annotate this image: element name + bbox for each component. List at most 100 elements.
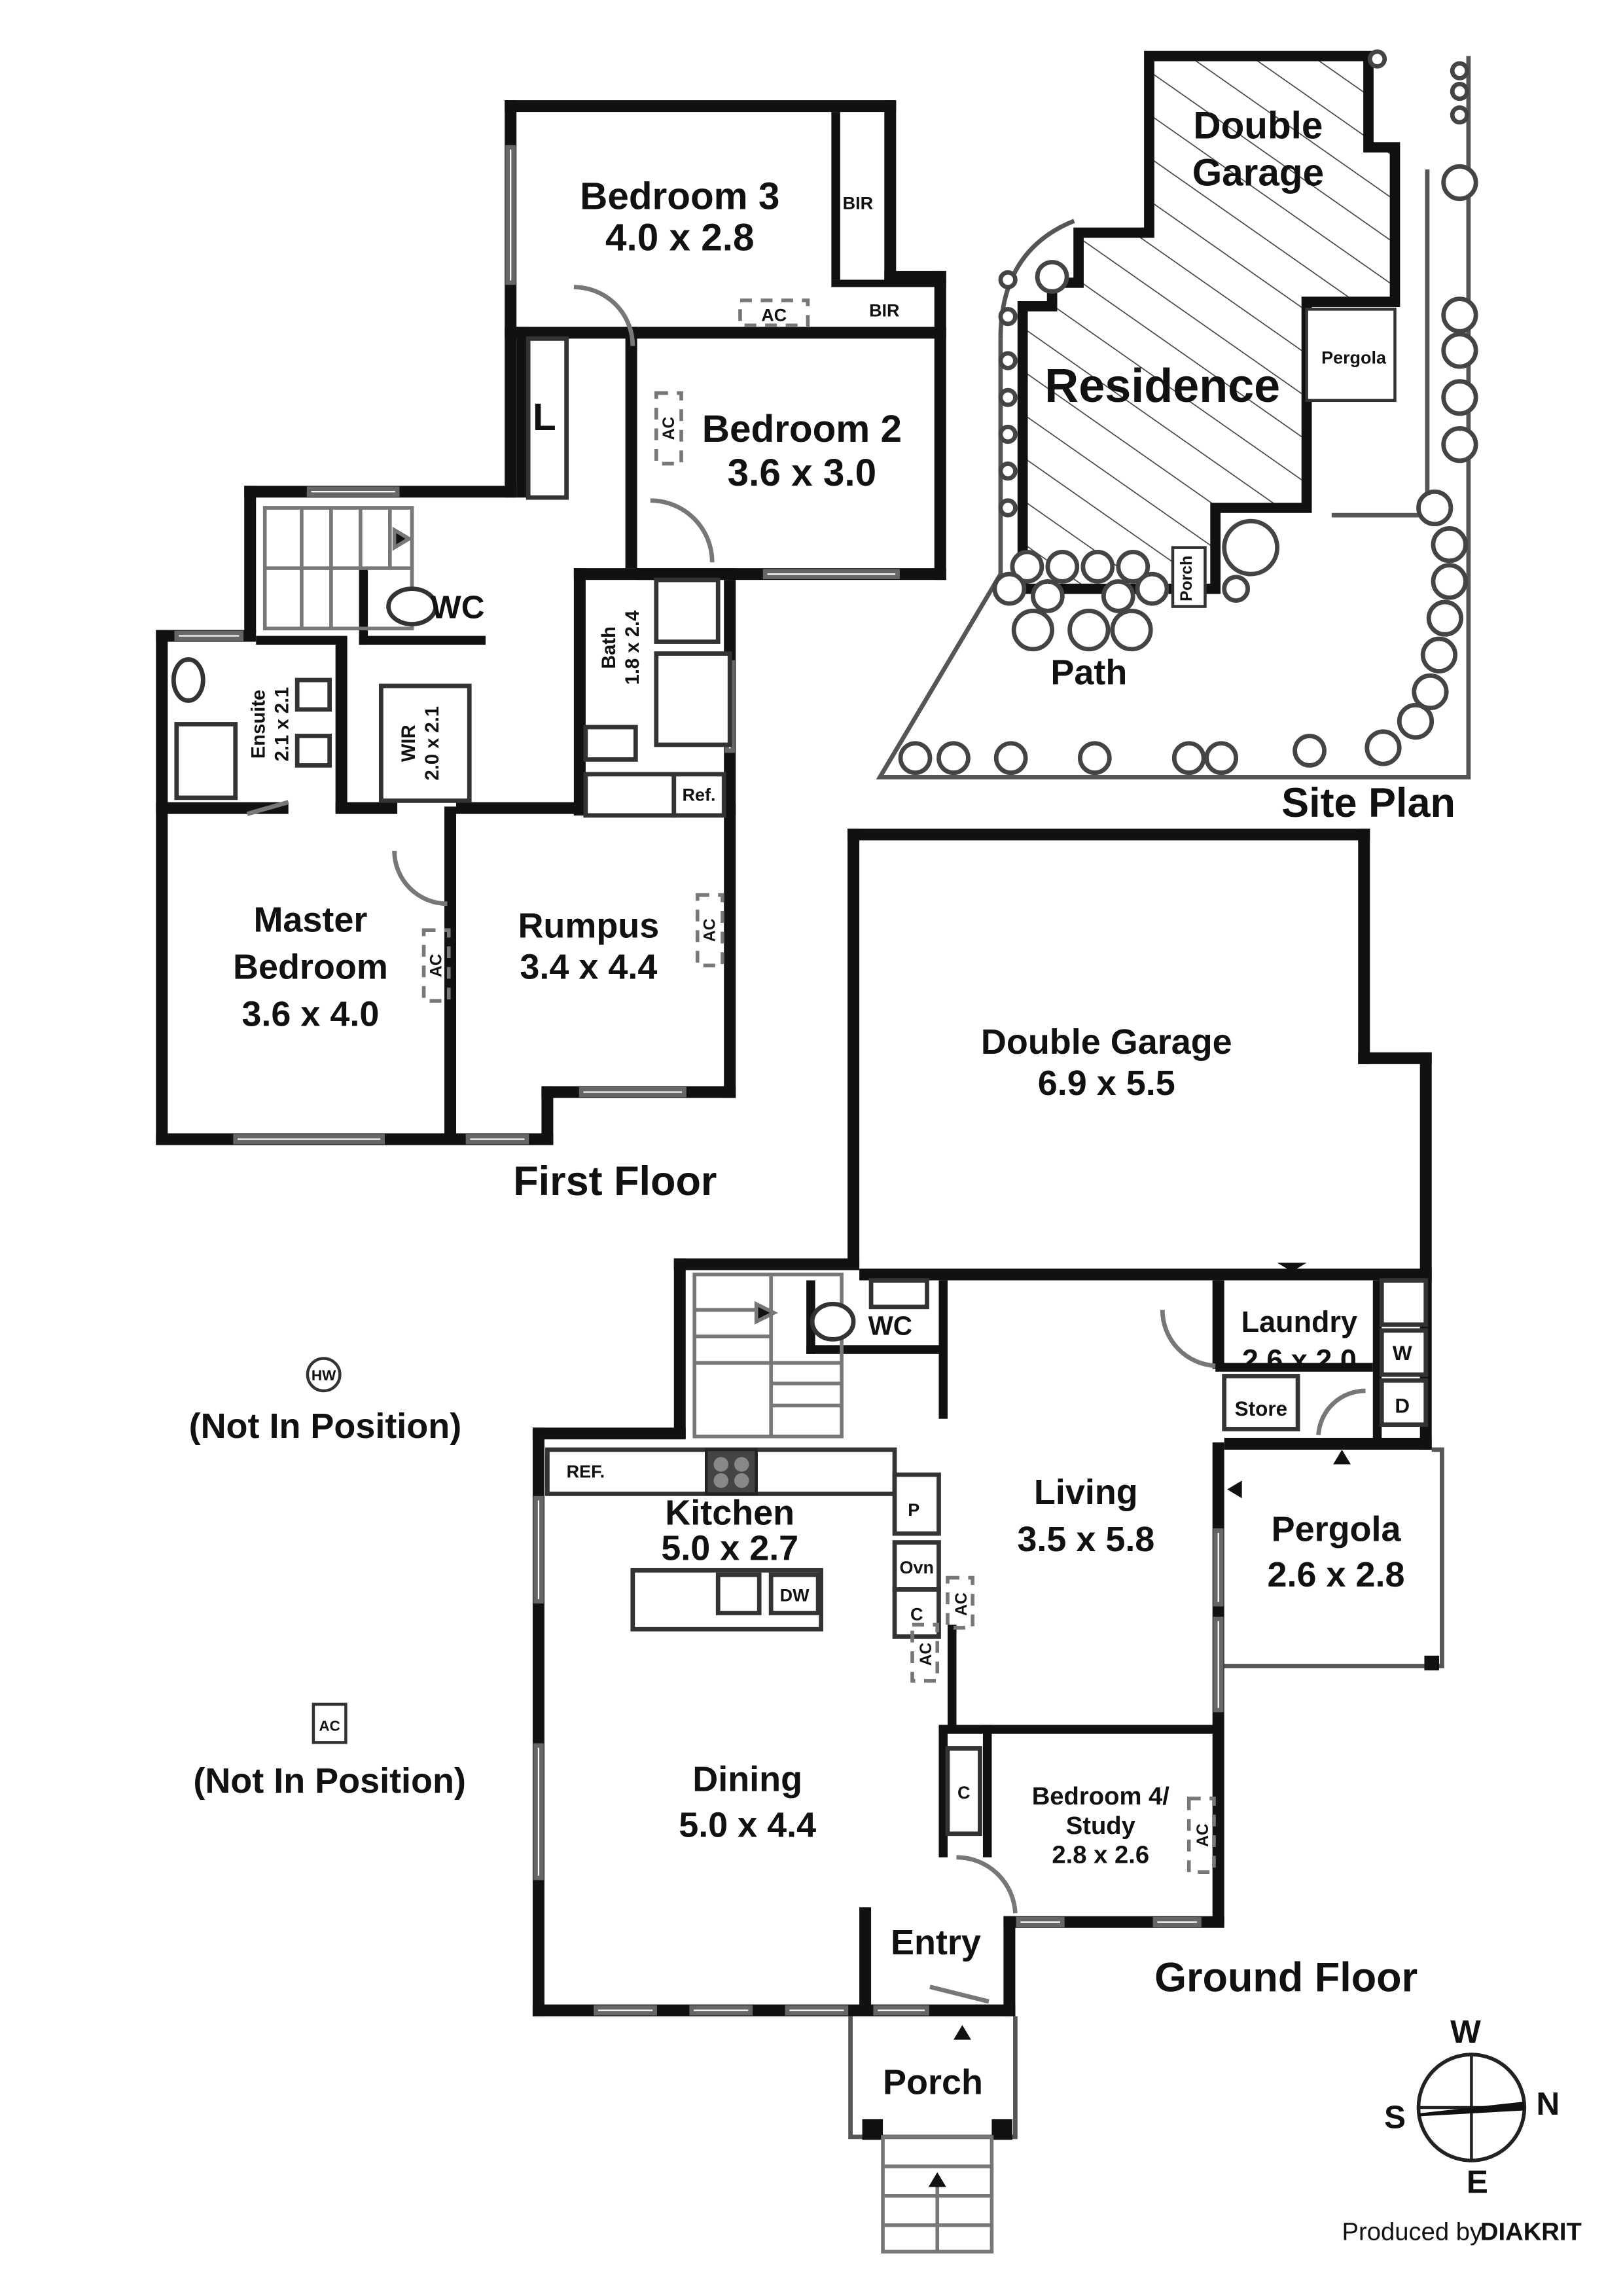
ensuite-name: Ensuite [249,690,270,759]
gf-window-living1 [1213,1528,1224,1607]
gf-door-laundry [1160,1310,1216,1369]
kitchen-name: Kitchen [665,1494,794,1533]
site-path-label: Path [1050,653,1127,692]
gf-door-entry [929,1984,990,2004]
ff-ac-bed2 [654,391,683,466]
gf-ac-kitchen [910,1623,940,1683]
rumpus-dims: 3.4 x 4.4 [520,947,657,986]
living-name: Living [1034,1473,1138,1512]
ensuite-dims: 2.1 x 2.1 [272,687,293,762]
ff-window-bed3 [505,145,516,285]
linen-label: L [533,396,556,439]
bedroom4-name-line1: Bedroom 4/ [1032,1782,1170,1810]
gf-fixtures [545,1278,1429,1837]
living-dims: 3.5 x 5.8 [1017,1520,1154,1559]
laundry-w: W [1393,1342,1412,1365]
ground-floor-plan: Double Garage 6.9 x 5.5 WC Laundry 2.6 x… [532,829,1444,2254]
gf-porch [848,2016,1018,2254]
bedroom2-ac: AC [660,417,678,440]
site-residence-building [1017,50,1400,594]
garage-dims: 6.9 x 5.5 [1038,1064,1175,1103]
bedroom4-dims: 2.8 x 2.6 [1052,1841,1149,1869]
ac-symbol-label: AC [319,1717,340,1734]
master-name-line1: Master [253,900,367,939]
ff-window-bed2 [762,569,900,579]
dining-dims: 5.0 x 4.4 [679,1805,816,1844]
garage-name: Double Garage [981,1022,1232,1062]
kitchen-pantry: P [908,1500,919,1520]
site-landscaping [898,49,1478,776]
ff-door-bed3 [573,285,635,346]
gf-window-dining-side [533,1743,544,1880]
ff-door-master [392,850,448,906]
pergola-name: Pergola [1272,1509,1402,1549]
gf-ac-living [946,1575,975,1630]
site-pergola-label: Pergola [1321,348,1387,368]
kitchen-oven: Ovn [900,1558,934,1577]
ff-fixtures [171,336,732,818]
ff-window-master [233,1134,385,1145]
hw-note: (Not In Position) [189,1407,462,1446]
bedroom3-dims: 4.0 x 2.8 [605,216,754,259]
site-porch-label: Porch [1178,556,1196,601]
ac-note: (Not In Position) [193,1761,466,1801]
rumpus-ac: AC [702,918,719,942]
ground-floor-title: Ground Floor [1154,1954,1418,2000]
ff-wc-label: WC [431,590,484,626]
compass-west: W [1450,2014,1481,2050]
first-floor-title: First Floor [513,1158,717,1204]
credit-prefix: Produced by [1342,2217,1483,2246]
entry-label: Entry [891,1923,981,1962]
ff-door-bed2 [650,498,715,563]
bedroom3-bir: BIR [843,194,873,213]
bath-dims: 1.8 x 2.4 [622,610,643,685]
hw-symbol [306,1357,342,1393]
kitchen-cupboard: C [910,1605,923,1624]
compass-north: N [1536,2086,1560,2122]
bath-name: Bath [599,626,620,669]
wir-name: WIR [399,725,419,762]
gf-window-dining1 [594,2005,657,2016]
ff-window-rumpus1 [465,1134,529,1145]
bedroom2-name: Bedroom 2 [702,408,902,450]
compass-east: E [1467,2164,1488,2200]
bedroom2-bir: BIR [869,301,899,321]
site-garage-line2: Garage [1192,152,1324,194]
gf-ac-bed4 [1186,1796,1216,1874]
gf-window-living2 [1213,1617,1224,1713]
gf-window-bed4a [1016,1916,1065,1928]
not-in-position-notes: HW (Not In Position) AC (Not In Position… [189,1357,466,1801]
gf-window-dining3 [785,2005,849,2016]
ff-ref-label: Ref. [683,785,716,804]
gf-ref-label: REF. [567,1462,605,1482]
bedroom3-name: Bedroom 3 [580,175,779,218]
bedroom4-ac: AC [1194,1823,1212,1847]
bedroom2-dims: 3.6 x 3.0 [728,452,876,494]
site-plan-title: Site Plan [1281,780,1455,826]
gf-window-bed4b [1152,1916,1202,1928]
wir-dims: 2.0 x 2.1 [422,706,443,781]
hw-symbol-label: HW [312,1367,336,1384]
gf-pergola-outline [1224,1447,1444,1668]
site-pergola-box [1305,308,1397,403]
dining-cupboard: C [957,1783,970,1803]
site-lot-boundary [876,56,1471,780]
ff-ac-master [421,928,451,1003]
pergola-dims: 2.6 x 2.8 [1268,1555,1405,1594]
ff-ac-bed3 [738,298,810,327]
kitchen-dw: DW [780,1586,810,1605]
bedroom4-name-line2: Study [1066,1812,1136,1840]
first-floor-plan: Bedroom 3 4.0 x 2.8 BIR AC BIR L Bedroom… [156,100,946,1204]
credit-brand: DIAKRIT [1480,2217,1582,2246]
living-ac: AC [953,1592,971,1616]
master-dims: 3.6 x 4.0 [241,994,379,1033]
gf-door-store [1316,1388,1366,1435]
ac-symbol [312,1702,348,1744]
laundry-dims: 2.6 x 2.0 [1242,1344,1357,1377]
bedroom3-ac: AC [761,305,787,325]
ff-stairs [262,506,414,631]
laundry-d: D [1395,1395,1410,1418]
ff-window-rumpus2 [579,1086,687,1098]
ff-window-stair [306,486,400,497]
compass: W N S E [1384,2014,1560,2200]
